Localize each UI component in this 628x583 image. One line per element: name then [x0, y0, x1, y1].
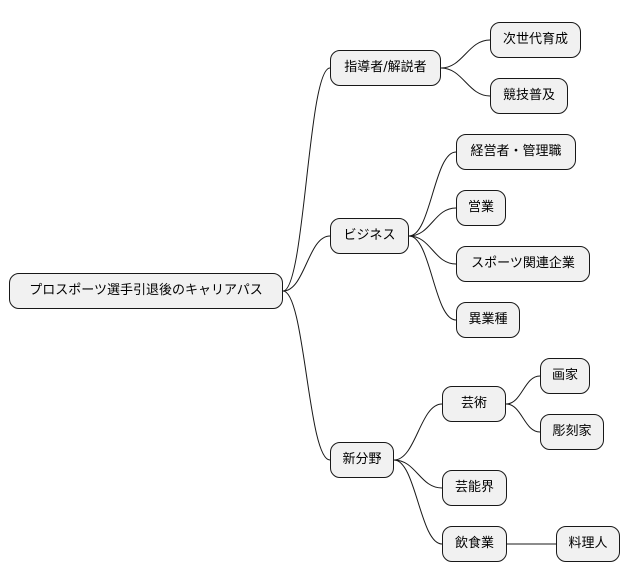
branch-node-new-field-label: 新分野	[342, 452, 382, 467]
root-node-label: プロスポーツ選手引退後のキャリアパス	[29, 283, 263, 298]
sub-node-food-label: 飲食業	[454, 536, 494, 551]
root-node: プロスポーツ選手引退後のキャリアパス	[9, 273, 283, 309]
edge-art-painter	[505, 375, 541, 405]
edge-root-new-field	[282, 290, 331, 461]
branch-node-coach-label: 指導者/解説者	[344, 60, 427, 75]
leaf-node-sales-label: 営業	[467, 200, 494, 215]
leaf-node-entertainment-label: 芸能界	[454, 480, 494, 495]
edge-art-sculptor	[505, 403, 541, 433]
sub-node-food: 飲食業	[442, 526, 507, 562]
leaf-node-painter-label: 画家	[551, 368, 578, 383]
leaf-node-sculptor: 彫刻家	[540, 414, 604, 450]
leaf-node-spread: 競技普及	[490, 78, 568, 114]
branch-node-business-label: ビジネス	[343, 228, 396, 243]
edge-business-sales	[408, 207, 457, 237]
edge-new-field-entertainment	[393, 459, 443, 489]
leaf-node-chef-label: 料理人	[568, 536, 608, 551]
leaf-node-other-industry-label: 異業種	[468, 312, 508, 327]
leaf-node-manager: 経営者・管理職	[456, 134, 576, 170]
edge-coach-next-gen	[440, 39, 491, 69]
edge-root-coach	[282, 67, 331, 292]
leaf-node-chef: 料理人	[556, 526, 620, 562]
leaf-node-painter: 画家	[540, 358, 590, 394]
leaf-node-manager-label: 経営者・管理職	[470, 144, 562, 159]
branch-node-new-field: 新分野	[330, 442, 394, 478]
edge-new-field-art	[393, 403, 443, 461]
branch-node-coach: 指導者/解説者	[330, 50, 441, 86]
leaf-node-entertainment: 芸能界	[442, 470, 507, 506]
leaf-node-sculptor-label: 彫刻家	[552, 424, 592, 439]
sub-node-art: 芸術	[442, 386, 506, 422]
leaf-node-sales: 営業	[456, 190, 506, 226]
edge-new-field-food	[393, 459, 443, 545]
edge-business-other-industry	[408, 235, 457, 321]
leaf-node-other-industry: 異業種	[456, 302, 520, 338]
edge-business-sports-biz	[408, 235, 457, 265]
branch-node-business: ビジネス	[330, 218, 409, 254]
edge-business-manager	[408, 151, 457, 237]
leaf-node-spread-label: 競技普及	[502, 88, 555, 103]
leaf-node-sports-biz: スポーツ関連企業	[456, 246, 590, 282]
leaf-node-next-gen: 次世代育成	[490, 22, 581, 58]
edge-root-business	[282, 235, 331, 292]
sub-node-art-label: 芸術	[460, 396, 487, 411]
edge-coach-spread	[440, 67, 491, 97]
leaf-node-next-gen-label: 次世代育成	[502, 32, 568, 47]
leaf-node-sports-biz-label: スポーツ関連企業	[471, 256, 575, 271]
